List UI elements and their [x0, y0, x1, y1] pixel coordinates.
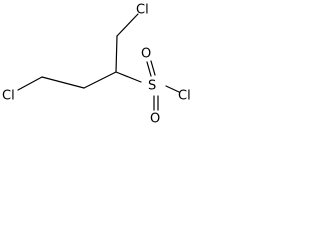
bond-cl-c1 [17, 76, 43, 91]
bond-s-o-left-a [146, 61, 152, 77]
bond-c3-c4 [115, 35, 118, 73]
bond-c4-cl [116, 13, 139, 37]
atom-label-o-lower: O [150, 112, 160, 127]
bonds [17, 13, 180, 111]
structural-formula: Cl Cl S O O Cl [2, 3, 191, 127]
bond-s-cl [165, 85, 180, 93]
bond-c3-s [115, 71, 142, 83]
atom-labels: Cl Cl S O O Cl [2, 3, 191, 127]
bond-c2-c3 [83, 71, 117, 89]
atom-label-s: S [148, 79, 156, 94]
atom-label-cl-left: Cl [2, 89, 15, 104]
atom-label-o-upper: O [141, 47, 151, 62]
bond-s-o-left-b [150, 60, 156, 76]
atom-label-cl-top: Cl [136, 3, 149, 18]
bond-c1-c2 [41, 76, 85, 89]
atom-label-cl-sulfonyl: Cl [178, 89, 191, 104]
